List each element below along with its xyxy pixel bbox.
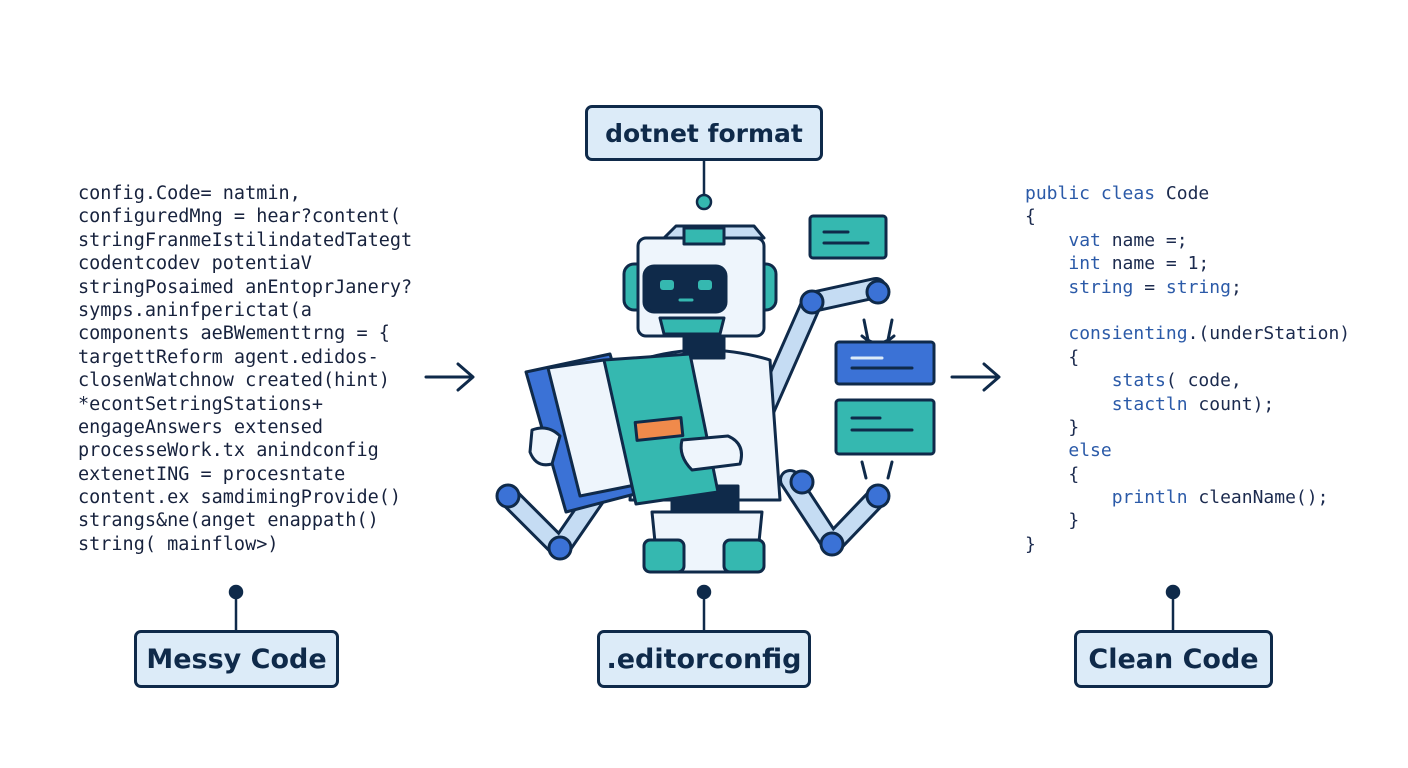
editorconfig-label: .editorconfig [597,630,811,688]
code-line: public cleas Code [1025,183,1210,204]
code-line: { [1025,463,1080,485]
code-line: string( mainflow>) [78,533,279,555]
code-line: stats( code, [1111,370,1242,392]
code-line: println cleanName(); [1111,487,1329,509]
right-arrow-icon [424,362,475,392]
code-line: stringFranmeIstilindatedTategt [78,229,413,251]
code-line: config.Code= natmin, [78,183,301,204]
code-line: extenetING = procesntate [78,463,346,485]
code-line: closenWatchnow created(hint) [78,370,390,392]
code-line: { [1025,346,1080,368]
code-line: stringPosaimed anEntoprJanery? [78,276,413,298]
code-line: *econtSetringStations+ [78,393,324,415]
code-line: } [1025,510,1080,532]
connector-editorconfig-dot [696,584,712,600]
code-line: engageAnswers extensed [78,416,324,438]
connectors [228,161,1181,630]
code-line: vat name =; [1068,229,1188,251]
connector-clean-dot [1165,584,1181,600]
connector-messy-dot [228,584,244,600]
code-line: processeWork.tx anindconfig [78,440,379,462]
code-line: symps.aninfperictat(a [78,299,312,321]
code-line: else [1068,440,1112,462]
clean-code-label: Clean Code [1074,630,1273,688]
code-card-icon [834,398,936,456]
code-line: strangs&ne(anget enappath() [78,510,379,532]
code-line: string = string; [1068,276,1242,298]
right-arrow-icon [950,362,1001,392]
messy-code-label: Messy Code [134,630,339,688]
connector-top-dot [695,193,713,211]
code-card-icon [834,340,936,386]
code-line: configuredMng = hear?content( [78,206,402,228]
clean-code-block: public cleas Code{ vat name =; int name … [1025,182,1350,556]
code-line: consienting.(underStation) [1068,323,1351,345]
code-line: codentcodev potentiaV [78,253,312,275]
code-line: } [1025,533,1036,555]
code-card-icon [808,214,888,260]
code-line: { [1025,206,1036,228]
messy-code-block: config.Code= natmin,configuredMng = hear… [78,182,412,556]
code-line: content.ex samdimingProvide() [78,487,402,509]
dotnet-format-label: dotnet format [585,105,823,161]
code-line: } [1025,416,1080,438]
code-line: targettReform agent.edidos- [78,346,379,368]
code-line: stactln count); [1111,393,1275,415]
robot-reading-book-icon [495,214,936,574]
code-line: int name = 1; [1068,253,1210,275]
code-line: components aeBWementtrng = { [78,323,390,345]
